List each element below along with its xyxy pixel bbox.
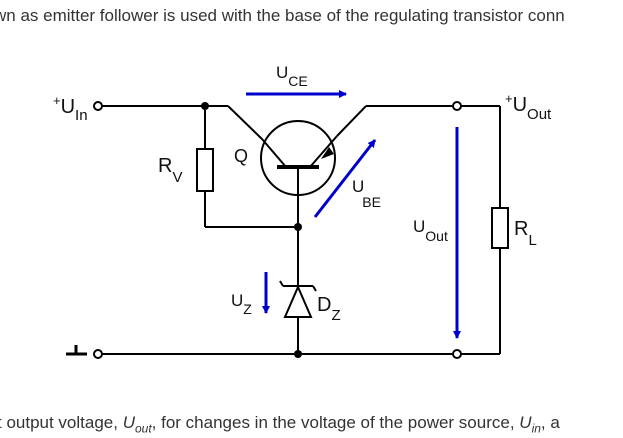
label-uout-voltage: UOut <box>413 217 448 244</box>
terminals <box>93 101 462 359</box>
bottom-text-before: t output voltage, <box>0 413 123 432</box>
bottom-text-middle: , for changes in the voltage of the powe… <box>151 413 520 432</box>
label-uce: UCE <box>276 63 308 89</box>
terminal-ground <box>93 349 103 359</box>
circuit-wires <box>66 105 501 356</box>
label-uout: +UOut <box>505 91 552 123</box>
bottom-text-line: t output voltage, Uout, for changes in t… <box>0 413 560 438</box>
label-uz: UZ <box>231 291 252 317</box>
resistor-rl <box>491 207 509 249</box>
terminal-uin <box>93 101 103 111</box>
label-rv: RV <box>158 155 182 186</box>
top-text-line: wn as emitter follower is used with the … <box>0 6 565 25</box>
label-rl: RL <box>514 218 537 249</box>
label-dz: DZ <box>317 294 341 324</box>
zener-diode-symbol <box>279 280 317 318</box>
ube-arrow <box>313 139 377 218</box>
bottom-text-after: , a <box>540 413 560 432</box>
label-uin: +UIn <box>53 93 88 124</box>
bottom-uin-symbol: Uin <box>519 413 541 436</box>
voltage-arrows <box>246 90 461 339</box>
label-q: Q <box>234 146 248 166</box>
junction-dots <box>201 102 302 358</box>
terminal-out-ground <box>452 349 462 359</box>
transistor-symbol <box>260 105 367 196</box>
resistor-rv <box>196 148 214 192</box>
bottom-uout-symbol: Uout <box>122 413 152 436</box>
terminal-uout <box>452 101 462 111</box>
